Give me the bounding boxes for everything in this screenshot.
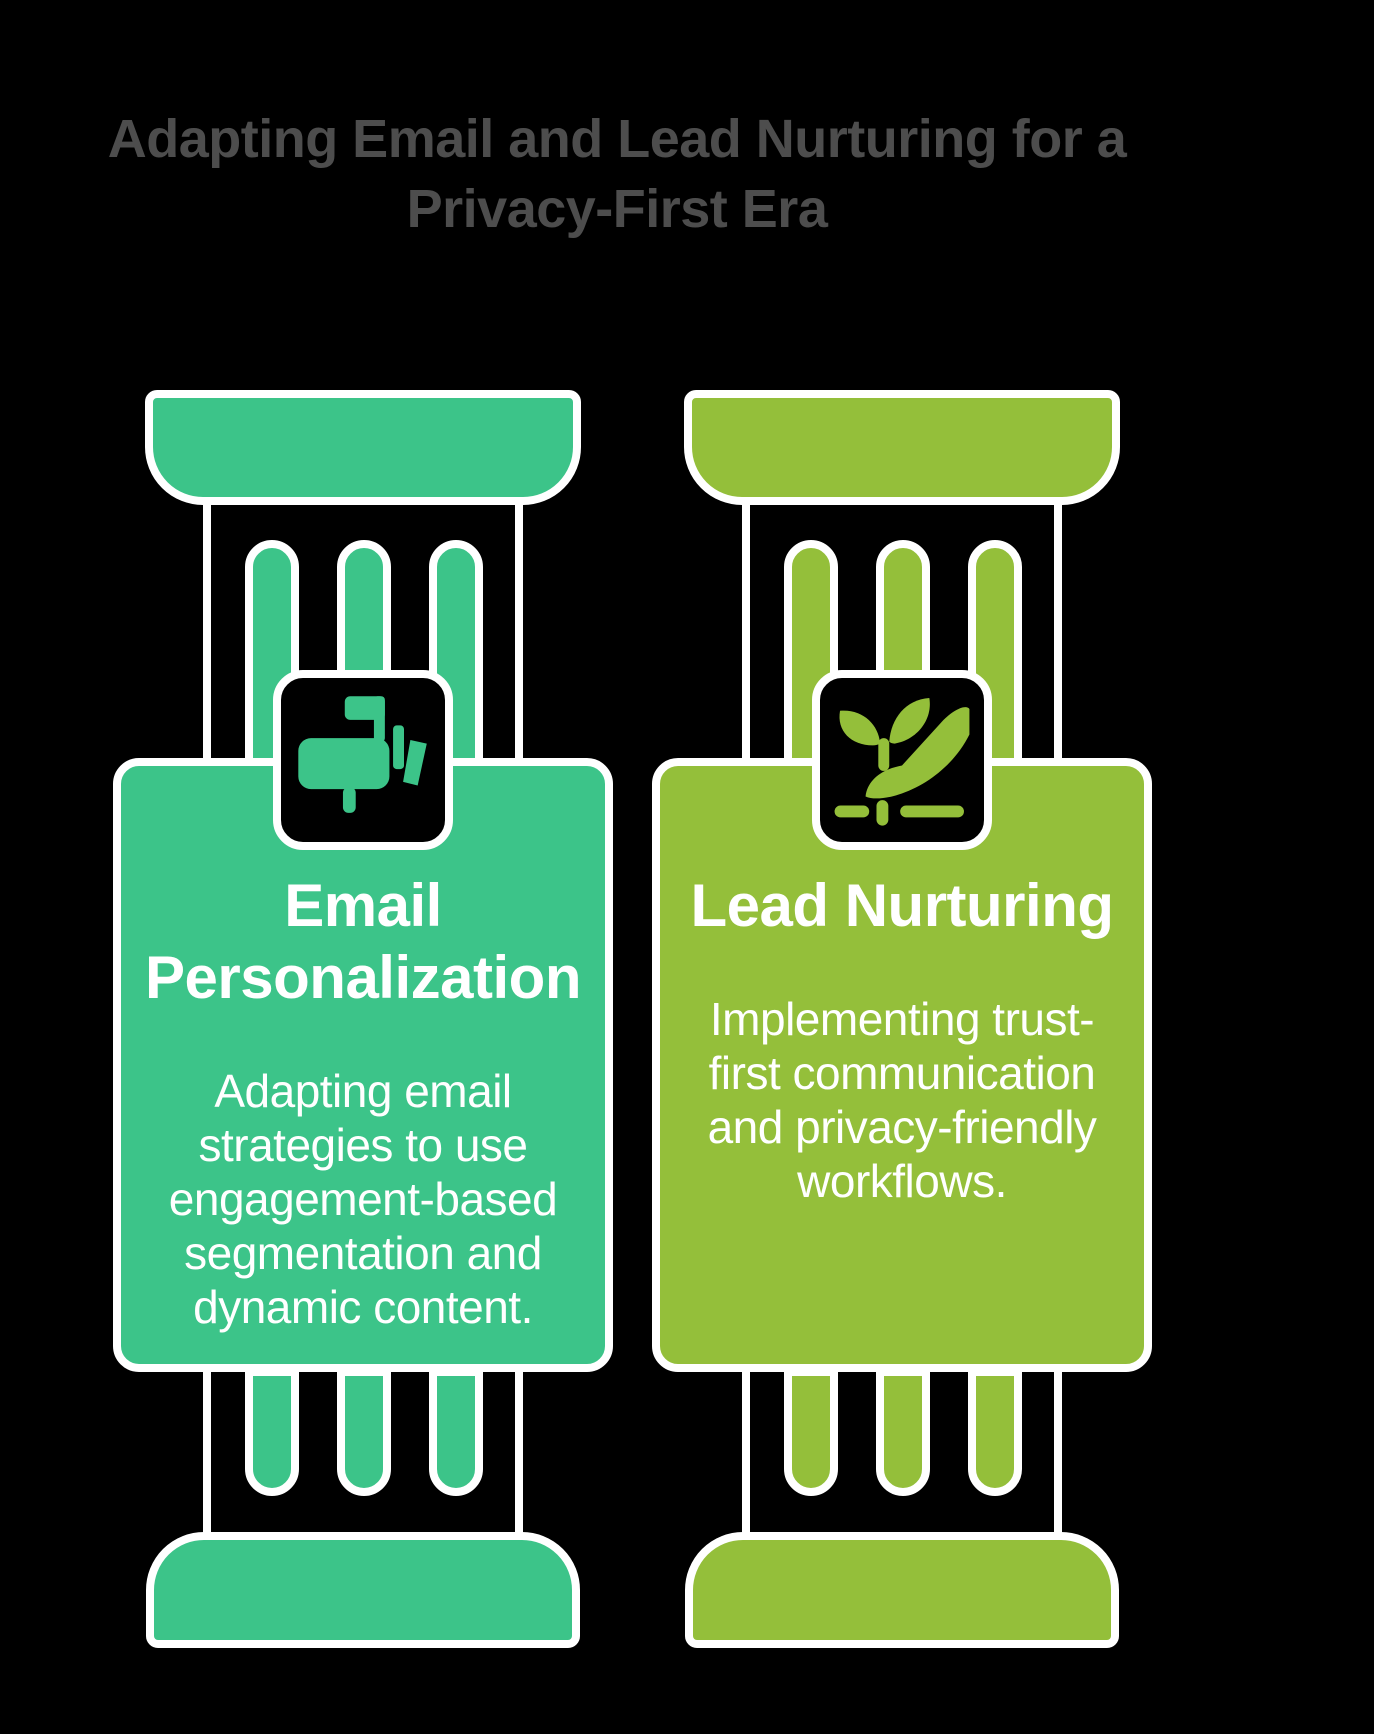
seedling-hand-icon [834,698,970,826]
pillar-flute-bottom-1 [245,1368,299,1496]
pillar-base [685,1532,1119,1648]
pillar-capital [145,390,581,505]
lead-nurturing-card: Lead Nurturing Implementing trust-first … [652,758,1152,1372]
pillar-lead-nurturing: Lead Nurturing Implementing trust-first … [652,390,1152,1652]
pillar-base [146,1532,580,1648]
mailbox-icon [298,696,427,813]
pillar-flute-bottom-1 [784,1368,838,1496]
pillar-capital [684,390,1120,505]
pillar-flute-top-3 [968,540,1022,768]
card-heading: Lead Nurturing [690,872,1115,939]
pillar-flute-bottom-3 [429,1368,483,1496]
pillar-flute-bottom-2 [876,1368,930,1496]
icon-box [812,670,992,850]
icon-box [273,670,453,850]
pillar-flute-bottom-3 [968,1368,1022,1496]
pillar-flute-bottom-2 [337,1368,391,1496]
